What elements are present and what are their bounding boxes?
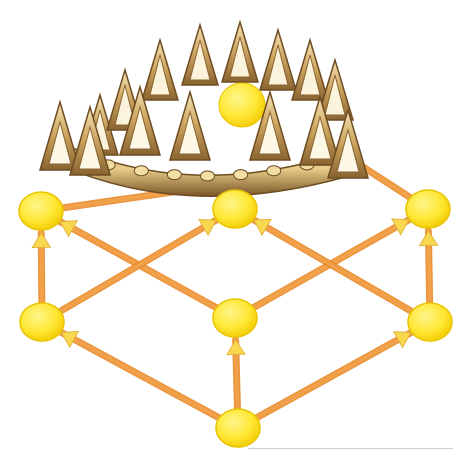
node-top-center xyxy=(213,190,257,228)
crown-ornament xyxy=(134,166,148,176)
edge-mid-left-to-top-left xyxy=(32,233,50,302)
edge-top-right-to-crown xyxy=(360,165,411,198)
node-mid-center xyxy=(213,299,257,337)
node-top-right xyxy=(406,190,450,228)
divider xyxy=(248,448,453,449)
crown-ornament xyxy=(201,171,215,181)
node-bottom xyxy=(216,409,260,447)
crown-ornament xyxy=(234,170,248,180)
node-top-left xyxy=(19,192,63,230)
crown-ornament xyxy=(167,170,181,180)
arrow-head xyxy=(32,233,50,247)
arrow-head xyxy=(227,340,245,355)
edge-bottom-to-mid-left xyxy=(61,331,220,418)
edge-mid-right-to-top-right xyxy=(420,231,438,302)
node-mid-left xyxy=(20,303,64,341)
crown-jewel xyxy=(219,83,265,127)
edge-bottom-to-mid-right xyxy=(256,332,411,419)
edge-bottom-to-mid-center xyxy=(227,340,245,408)
crown-ornament xyxy=(267,166,281,176)
arrow-head xyxy=(420,231,438,246)
node-mid-right xyxy=(408,303,452,341)
crown-icon xyxy=(40,22,368,196)
